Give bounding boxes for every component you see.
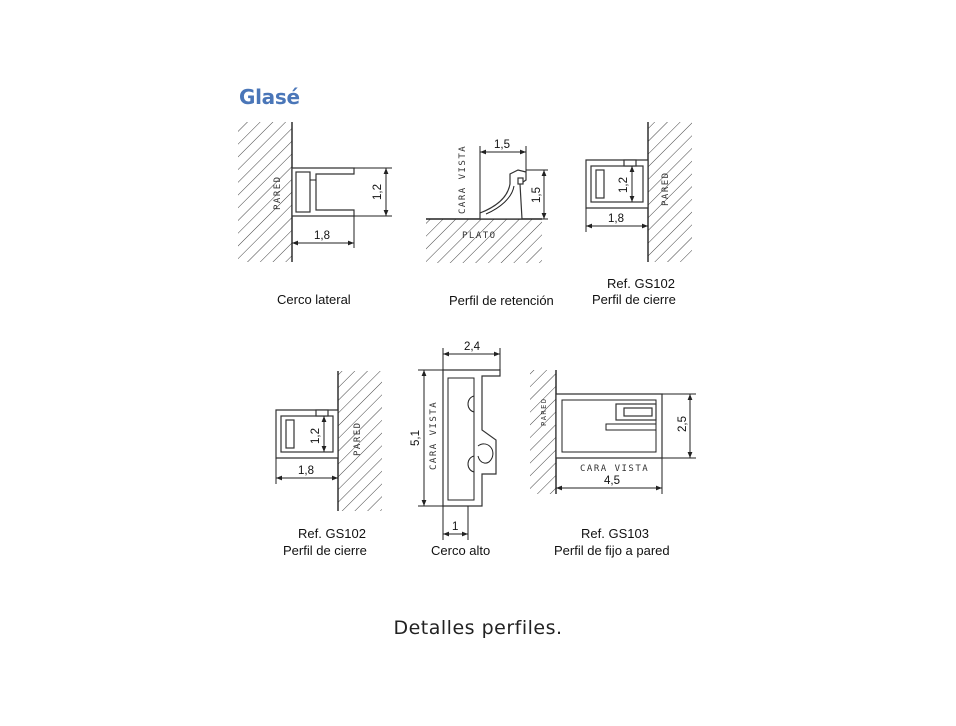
plato-label: PLATO — [462, 231, 497, 241]
cara-vista-label: CARA VISTA — [429, 401, 439, 470]
dim-1-2: 1,2 — [372, 184, 384, 200]
profile-slot — [285, 419, 295, 449]
dim-2-5: 2,5 — [677, 416, 689, 432]
dim-1-2: 1,2 — [310, 428, 322, 444]
detail-title: Perfil de fijo a pared — [554, 543, 670, 558]
profile-hook — [467, 395, 475, 413]
profile-shape — [479, 169, 527, 220]
dim-1-8: 1,8 — [314, 230, 330, 242]
figure-caption: Detalles perfiles. — [393, 617, 563, 639]
detail-gs102-top: PARED 1,2 1,8 Ref. GS102 Perfil de cierr… — [585, 122, 692, 307]
detail-ref: Ref. GS103 — [581, 526, 649, 541]
profile-gasket — [605, 423, 657, 431]
dim-1-2: 1,2 — [618, 177, 630, 193]
detail-title: Perfil de cierre — [283, 543, 367, 558]
detail-title: Cerco lateral — [277, 292, 351, 307]
wall-hatch — [648, 122, 692, 262]
profile-shape — [442, 369, 501, 507]
detail-title: Perfil de retención — [449, 293, 554, 308]
detail-title: Cerco alto — [431, 543, 490, 558]
dim-1-8: 1,8 — [608, 213, 624, 225]
detail-gs103: PARED 2,5 CARA VISTA 4,5 Ref. GS103 Perf… — [530, 370, 696, 558]
profile-inner — [295, 171, 311, 213]
dim-1: 1 — [452, 521, 458, 533]
profile-slot — [595, 169, 605, 199]
profile-slot — [623, 407, 653, 417]
profile-lip — [623, 159, 637, 167]
wall-hatch — [238, 122, 292, 262]
detail-cerco-lateral: PARED 1,2 1,8 Cerco lateral — [238, 122, 392, 307]
pared-label: PARED — [661, 171, 671, 206]
detail-ref: Ref. GS102 — [607, 276, 675, 291]
cara-vista-label: CARA VISTA — [580, 464, 649, 474]
detail-title: Perfil de cierre — [592, 292, 676, 307]
brand-logo: Glasé — [239, 85, 300, 109]
detail-ref: Ref. GS102 — [298, 526, 366, 541]
profile-inner — [485, 185, 515, 215]
dim-4-5: 4,5 — [604, 475, 620, 487]
detail-perfil-retencion: PLATO CARA VISTA 1,5 1,5 Perfil de reten… — [426, 139, 554, 308]
dim-1-5-v: 1,5 — [531, 187, 543, 203]
cara-vista-label: CARA VISTA — [458, 145, 468, 214]
dim-2-4: 2,4 — [464, 341, 481, 353]
dim-1-8: 1,8 — [298, 465, 314, 477]
pared-label: PARED — [273, 175, 283, 210]
profile-inner — [447, 377, 475, 501]
pared-label: PARED — [540, 397, 548, 426]
dim-5-1: 5,1 — [410, 430, 422, 446]
profile-notch — [517, 177, 524, 185]
profile-inner — [561, 399, 657, 453]
profile-hook — [477, 443, 494, 464]
dim-1-5-h: 1,5 — [494, 139, 510, 151]
floor-hatch — [426, 219, 542, 263]
profile-lip — [315, 409, 329, 417]
pared-label: PARED — [353, 421, 363, 456]
wall-hatch — [530, 370, 556, 494]
wall-hatch — [338, 371, 382, 511]
detail-cerco-alto: CARA VISTA 2,4 5,1 1 Cerco alto — [410, 341, 501, 558]
profile-hook — [467, 455, 475, 473]
detail-gs102-bottom: PARED 1,2 1,8 Ref. GS102 Perfil de cierr… — [275, 371, 382, 558]
